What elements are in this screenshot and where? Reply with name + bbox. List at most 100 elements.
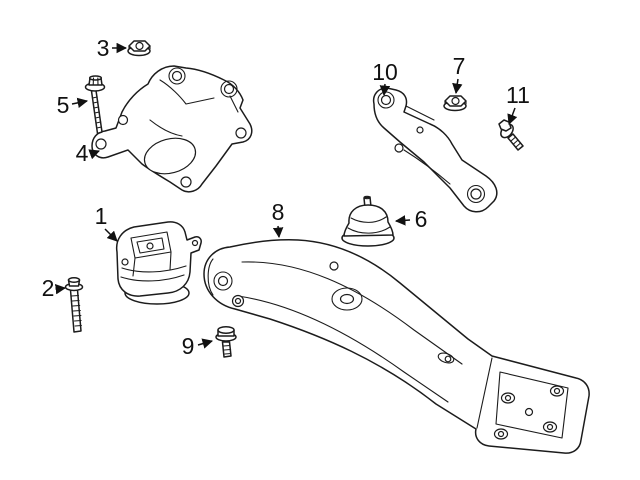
callout-10-number: 10: [372, 59, 398, 85]
mount-side-hole: [121, 258, 129, 266]
bolt-hole-ring: [466, 184, 486, 204]
callout-9: 9: [182, 333, 214, 359]
part-transmission-support-bracket: [372, 87, 498, 213]
plate-hole-center: [546, 423, 554, 431]
screw-threads: [222, 344, 232, 355]
bracket-ridge: [149, 119, 183, 137]
callout-11-number: 11: [506, 82, 530, 108]
bolt-hole: [234, 297, 242, 305]
callout-5-number: 5: [57, 92, 70, 118]
slot-hole: [437, 352, 455, 364]
nut-facets: [444, 100, 467, 105]
callout-10-arrow: [379, 83, 391, 97]
mount-stud-hole: [146, 242, 154, 250]
part-flange-screw: [215, 326, 237, 358]
callout-7: 7: [452, 53, 466, 95]
bracket-cutout: [143, 137, 197, 175]
callout-10: 10: [372, 59, 398, 97]
callout-11-arrow: [507, 107, 518, 125]
part-transmission-mount: [341, 195, 395, 247]
part-crossmember: [203, 239, 590, 454]
callouts: 1 2 3 4 5 6 7 8: [42, 35, 530, 359]
callout-9-number: 9: [182, 333, 195, 359]
bolt-hole-ring: [213, 271, 233, 291]
callout-1: 1: [95, 203, 118, 242]
callout-2-arrow: [54, 283, 67, 295]
nut-hole: [135, 41, 144, 51]
bolt-hole: [171, 70, 183, 82]
bolt-hole: [380, 94, 392, 106]
bolt-head-top: [88, 75, 103, 81]
center-boss: [331, 287, 363, 311]
plate-hole-center: [504, 394, 512, 402]
bolt-hole: [117, 114, 129, 126]
callout-6-number: 6: [415, 206, 428, 232]
crossmember-plate-inset: [495, 371, 569, 439]
callout-6: 6: [394, 206, 428, 232]
small-hole: [394, 143, 404, 153]
crossmember-nose-contour: [207, 258, 214, 296]
plate-center-hole: [524, 407, 534, 417]
bolt-threads: [70, 294, 82, 327]
bolt-head-top: [67, 277, 81, 283]
bracket-ridge: [229, 95, 239, 113]
bracket-ridge: [159, 79, 215, 105]
mount-rib: [350, 216, 387, 223]
mount-dome: [343, 204, 394, 237]
part-flange-nut-7: [443, 95, 467, 112]
bolt-hole: [223, 83, 235, 95]
nut-facets: [128, 45, 151, 50]
bolt-hole-ring: [168, 67, 186, 85]
mount-rib: [120, 274, 185, 282]
part-long-flange-bolt: [84, 75, 106, 135]
mount-rib: [121, 265, 187, 273]
callout-4-arrow: [88, 149, 100, 160]
bolt-threads: [92, 96, 102, 129]
bolt-threads: [510, 136, 521, 148]
part-engine-mount: [115, 221, 202, 305]
center-boss-hole: [339, 293, 355, 305]
mount-top-frame-inner: [136, 237, 165, 254]
callout-8-arrow: [272, 225, 284, 239]
part-short-flange-bolt: [498, 119, 524, 151]
bolt-head-facets: [92, 77, 99, 86]
mount-arm-hole: [191, 239, 199, 247]
plate-hole-center: [497, 430, 505, 438]
mount-stud-top: [363, 195, 371, 200]
bracket-ridge: [403, 149, 451, 185]
bolt-hole: [95, 138, 107, 150]
crossmember-outline: [203, 239, 590, 454]
crossmember-lower-ridge: [237, 295, 449, 403]
callout-3: 3: [97, 35, 128, 61]
callout-7-number: 7: [453, 53, 466, 79]
callout-11: 11: [506, 82, 530, 125]
plate-hole-center: [553, 387, 561, 395]
callout-1-arrow: [104, 228, 118, 242]
bolt-hole: [180, 176, 192, 188]
callout-9-arrow: [197, 338, 214, 349]
callout-5-arrow: [71, 97, 89, 109]
small-hole: [416, 126, 424, 134]
small-hole: [329, 261, 339, 271]
callout-7-arrow: [452, 78, 463, 95]
bolt-hole: [470, 188, 482, 200]
mount-rib: [347, 226, 391, 234]
mount-side-line: [132, 251, 172, 277]
mount-body: [115, 221, 202, 297]
crossmember-plate-edge: [476, 357, 493, 429]
slot-hole-center: [444, 355, 452, 363]
part-engine-mount-bracket: [91, 65, 253, 193]
bolt-hole-ring: [220, 80, 238, 98]
part-flange-nut-3: [127, 40, 151, 57]
bracket-outline: [372, 87, 498, 213]
bracket-ridge: [405, 105, 435, 121]
bolt-hole: [217, 275, 229, 287]
bracket-outline: [91, 65, 253, 193]
callout-2-number: 2: [42, 275, 55, 301]
part-flange-bolt-2: [64, 277, 84, 333]
callout-6-arrow: [394, 215, 411, 226]
callout-2: 2: [42, 275, 67, 301]
callout-4-number: 4: [76, 140, 89, 166]
